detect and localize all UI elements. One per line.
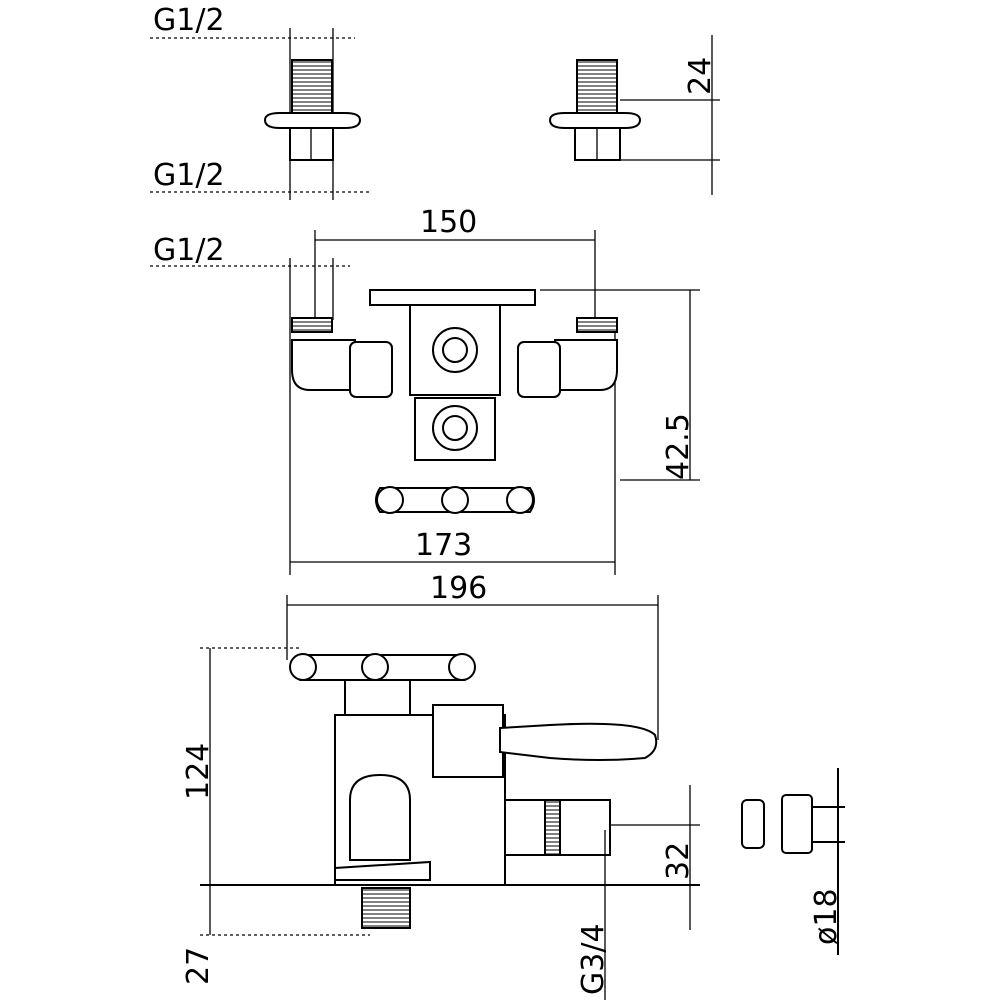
label-dim-27: 27 bbox=[181, 947, 216, 985]
label-dim-32: 32 bbox=[661, 842, 696, 880]
label-thread-outlet: G3/4 bbox=[576, 923, 611, 995]
label-dim-124: 124 bbox=[181, 743, 216, 800]
label-dim-150: 150 bbox=[420, 205, 477, 240]
label-dim-diameter: ø18 bbox=[809, 888, 844, 945]
label-dim-24: 24 bbox=[683, 57, 718, 95]
wall-connector-front bbox=[150, 28, 370, 200]
mixer-side-view bbox=[200, 595, 700, 1000]
mixer-top-view bbox=[150, 230, 700, 575]
wall-connector-side bbox=[548, 35, 720, 195]
label-dim-196: 196 bbox=[430, 571, 487, 606]
label-dim-42-5: 42.5 bbox=[661, 413, 696, 480]
label-thread-inlet: G1/2 bbox=[153, 233, 225, 268]
label-thread-bottom: G1/2 bbox=[153, 158, 225, 193]
label-thread-top: G1/2 bbox=[153, 3, 225, 38]
label-dim-173: 173 bbox=[415, 528, 472, 563]
hose-connector bbox=[741, 768, 845, 955]
